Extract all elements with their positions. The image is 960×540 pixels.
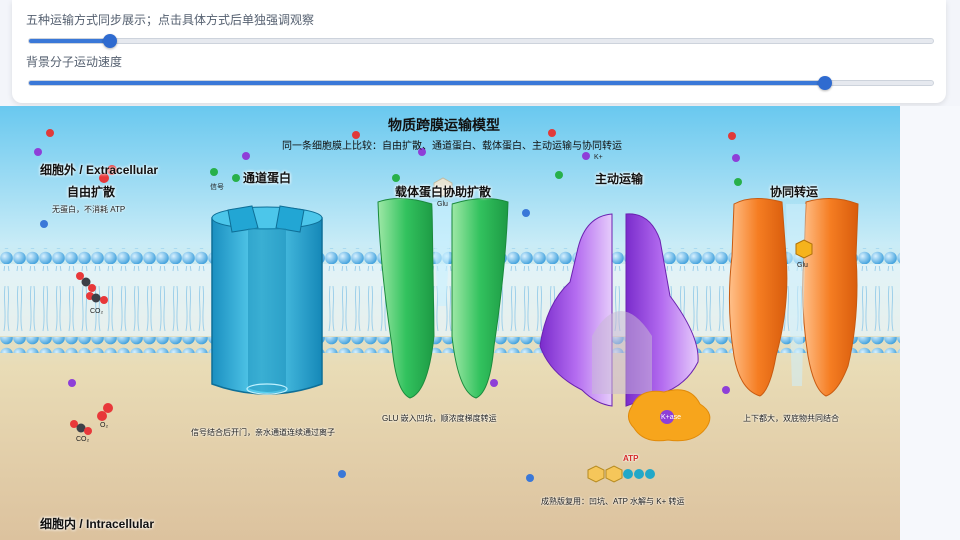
molecule-dot: [734, 178, 742, 186]
mode-slider-fill: [29, 39, 111, 43]
carrier-protein[interactable]: [377, 177, 509, 399]
membrane-scene[interactable]: 物质跨膜运输模型 同一条细胞膜上比较：自由扩散、通道蛋白、载体蛋白、主动运输与协…: [0, 106, 900, 540]
molecule-dot: [242, 152, 250, 160]
channel-protein[interactable]: [211, 205, 323, 395]
atp-label: ATP: [623, 454, 639, 463]
molecule-dot: [40, 220, 48, 228]
carrier-glu-label: Glu: [437, 201, 448, 208]
scene-subtitle: 同一条细胞膜上比较：自由扩散、通道蛋白、载体蛋白、主动运输与协同转运: [282, 141, 622, 152]
active-note: 成熟版复用：凹坑、ATP 水解与 K+ 转运: [541, 497, 685, 506]
mode-slider-thumb[interactable]: [103, 34, 118, 48]
cotransport-title[interactable]: 协同转运: [770, 185, 819, 199]
channel-note: 信号结合后开门，亲水通道连续通过离子: [191, 428, 335, 437]
co2-label-top: CO₂: [90, 308, 104, 315]
molecule-dot: [582, 152, 590, 160]
speed-slider-fill: [29, 81, 825, 85]
o2-molecule-bottom: [97, 403, 113, 421]
free-diffusion-title[interactable]: 自由扩散: [67, 185, 116, 199]
cotransporter[interactable]: [728, 198, 859, 397]
cotransport-glu-label: Glu: [797, 262, 808, 269]
molecule-dot: [548, 129, 556, 137]
molecule-dot: [555, 171, 563, 179]
right-margin: [900, 106, 960, 540]
atp-molecule: [587, 465, 655, 483]
molecule-dot: [210, 168, 218, 176]
signal-label: 信号: [210, 184, 224, 191]
molecule-dot: [418, 148, 426, 156]
kase-label: K+ase: [661, 414, 682, 421]
co2-molecule-1: [76, 272, 96, 292]
speed-slider[interactable]: [28, 76, 934, 90]
carrier-title[interactable]: 载体蛋白协助扩散: [395, 185, 492, 199]
intracellular-label: 细胞内 / Intracellular: [40, 517, 155, 531]
molecule-dot: [338, 470, 346, 478]
atpase[interactable]: [628, 389, 711, 442]
o2-label: O₂: [100, 422, 109, 429]
scene-title: 物质跨膜运输模型: [388, 117, 500, 133]
molecule-dot: [728, 132, 736, 140]
free-diffusion-note: 无蛋白，不消耗 ATP: [52, 205, 126, 214]
co2-label-bottom: CO₂: [76, 436, 90, 443]
molecule-dot: [722, 386, 730, 394]
cotransport-note: 上下都大，双底物共同结合: [743, 414, 839, 423]
speed-slider-thumb[interactable]: [817, 76, 832, 90]
carrier-note: GLU 嵌入凹坑，顺浓度梯度转运: [382, 414, 497, 423]
molecule-dot: [352, 131, 360, 139]
active-title[interactable]: 主动运输: [595, 172, 644, 186]
molecule-dot: [34, 148, 42, 156]
speed-label: 背景分子运动速度: [26, 55, 123, 69]
molecule-dot: [526, 474, 534, 482]
co2-molecule-2: [86, 292, 108, 304]
k-ion-label: K+: [594, 154, 603, 161]
scene-graphic: [0, 106, 900, 540]
molecule-dot: [392, 174, 400, 182]
molecule-dot: [732, 154, 740, 162]
molecule-dot: [522, 209, 530, 217]
mode-slider[interactable]: [28, 34, 934, 48]
extracellular-label: 细胞外 / Extracellular: [40, 163, 159, 177]
control-panel: 五种运输方式同步展示；点击具体方式后单独强调观察 背景分子运动速度: [12, 0, 946, 103]
co2-molecule-3: [70, 420, 92, 435]
channel-title[interactable]: 通道蛋白: [243, 171, 292, 185]
o2-molecule-top: [99, 165, 117, 183]
background-molecules: [34, 129, 742, 482]
atp-pump[interactable]: [539, 213, 699, 407]
molecule-dot: [232, 174, 240, 182]
molecule-dot: [68, 379, 76, 387]
molecule-dot: [46, 129, 54, 137]
molecule-dot: [490, 379, 498, 387]
mode-label: 五种运输方式同步展示；点击具体方式后单独强调观察: [26, 13, 315, 27]
